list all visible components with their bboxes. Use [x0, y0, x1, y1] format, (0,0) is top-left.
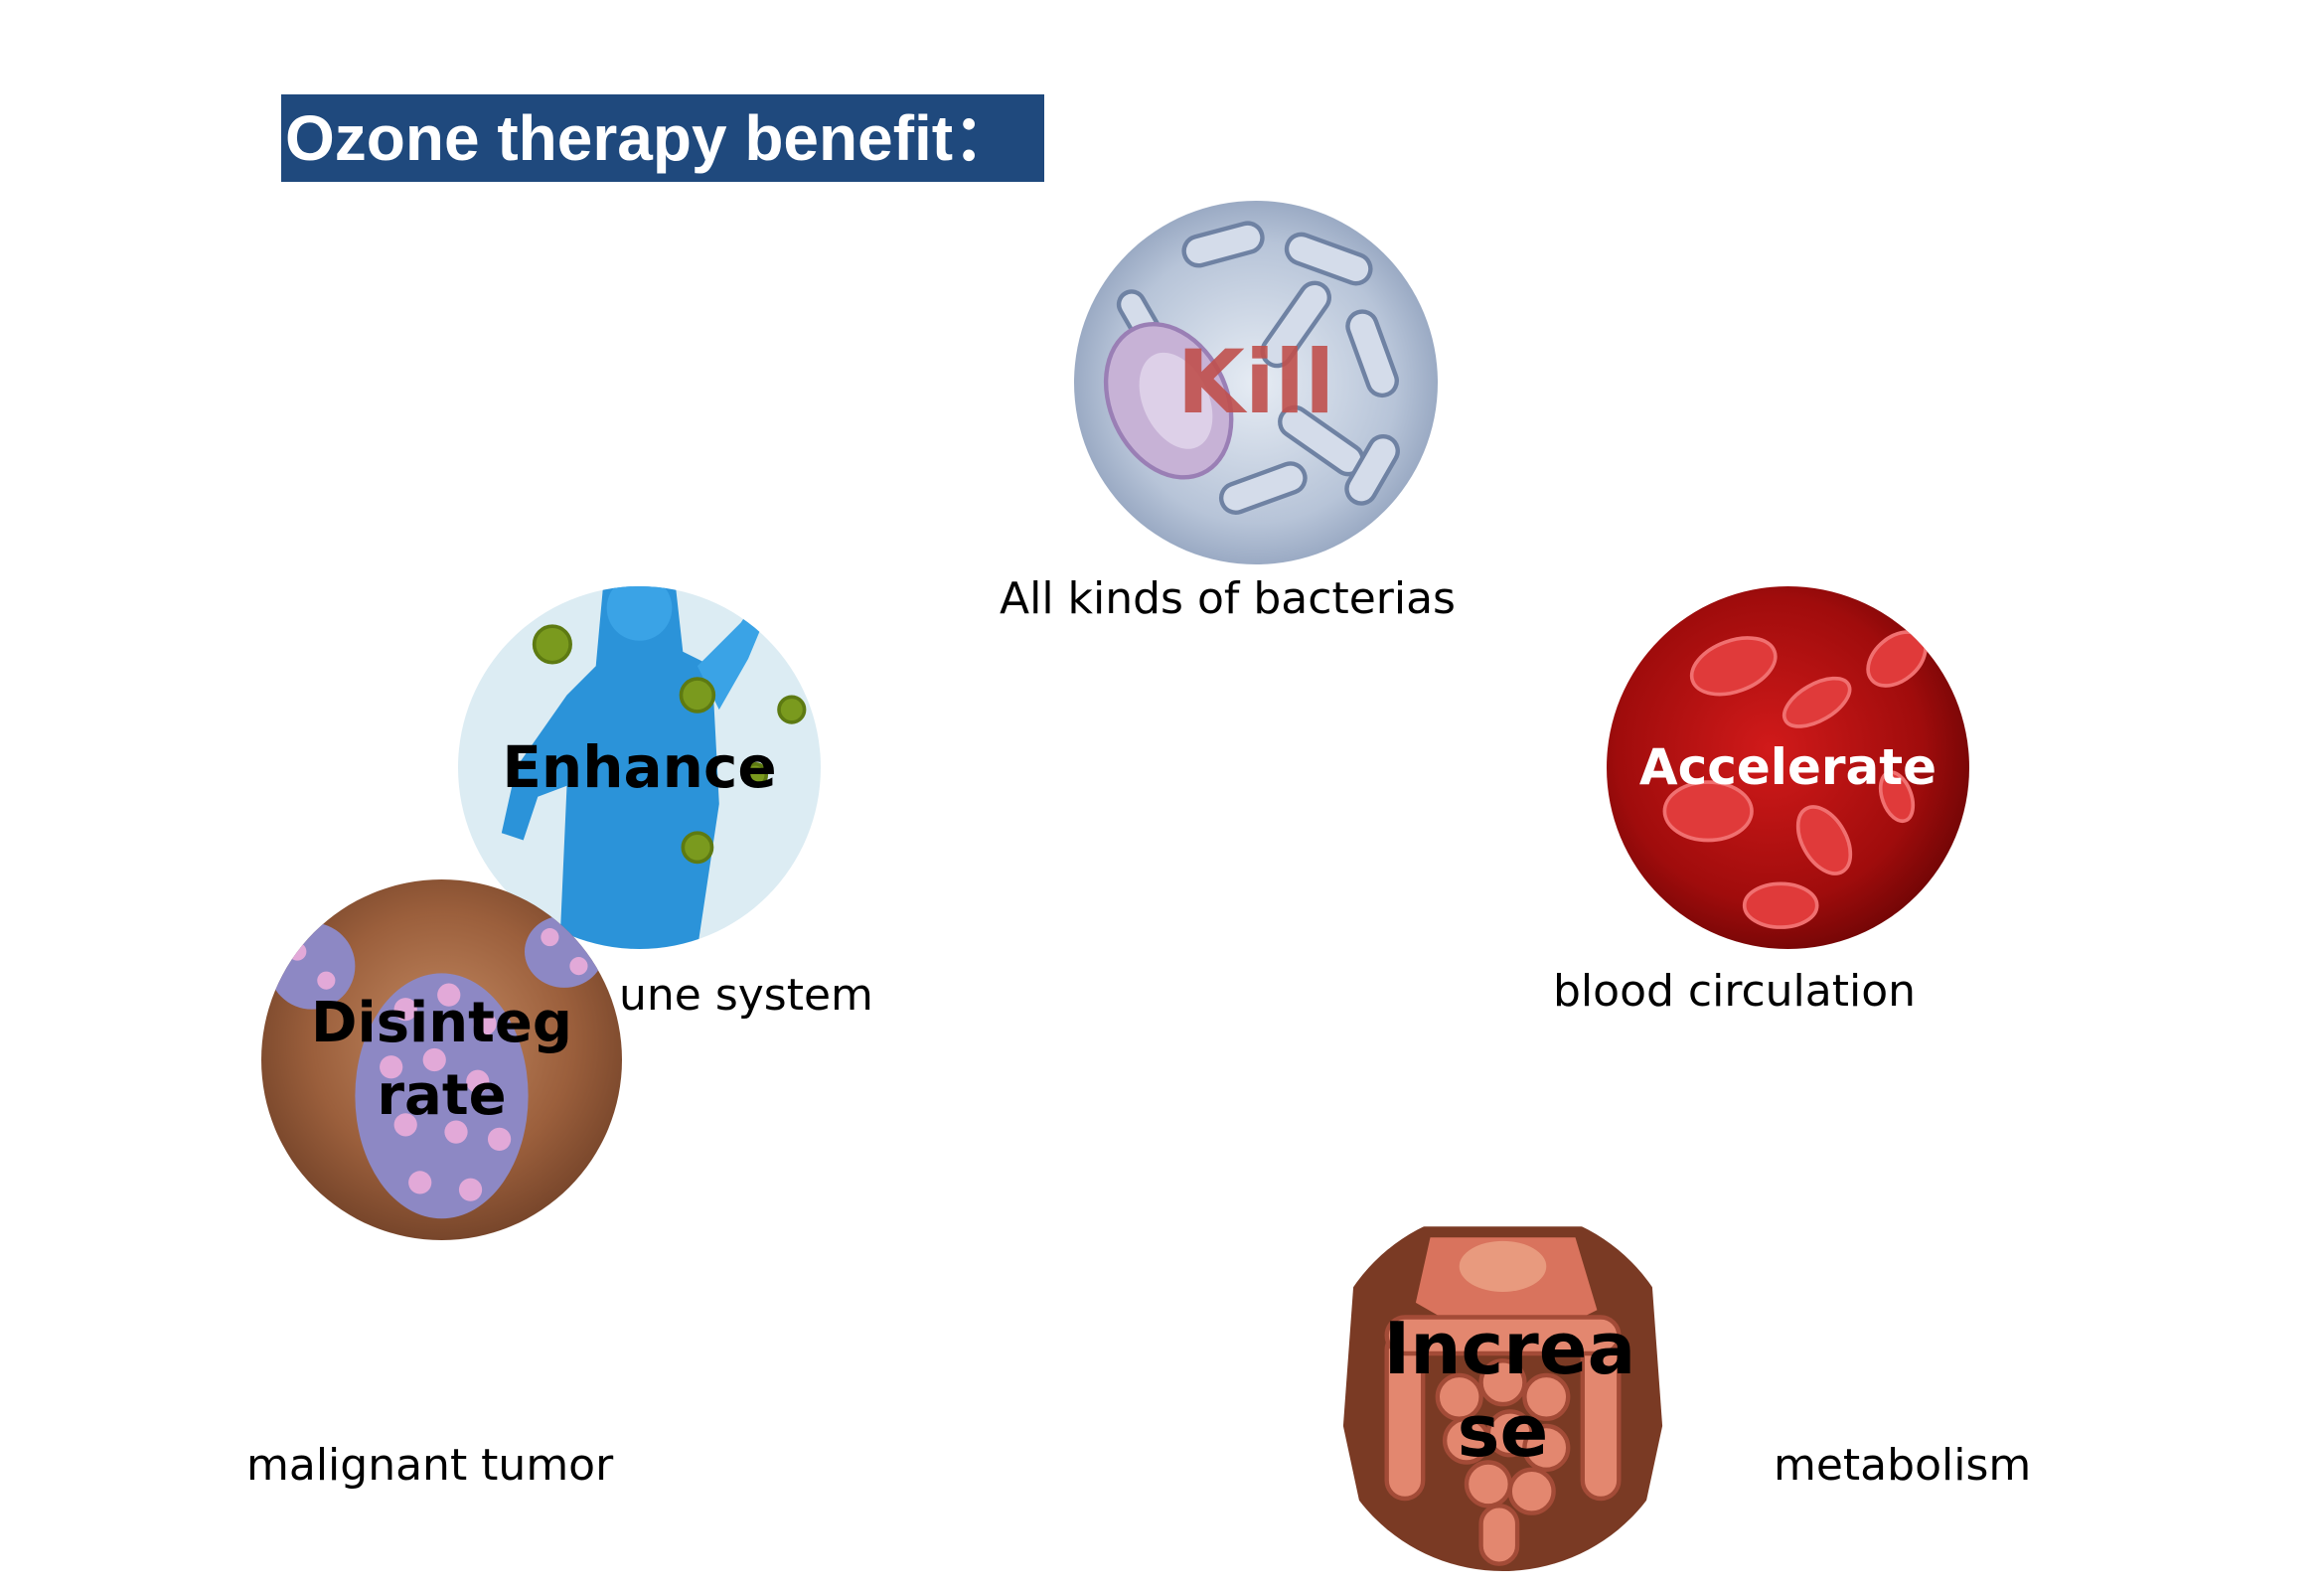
- tumor-circle: Disinteg rate: [261, 879, 622, 1240]
- page-title: Ozone therapy benefit：: [281, 94, 1044, 182]
- enhance-label: Enhance: [502, 732, 777, 801]
- metabolism-caption: metabolism: [1774, 1440, 2032, 1491]
- kill-label: Kill: [1176, 330, 1335, 433]
- immune-caption: une system: [619, 970, 873, 1021]
- blood-circle: Accelerate: [1607, 586, 1969, 949]
- blood-cells-illustration: [1607, 586, 1969, 949]
- intestines-illustration: [1321, 1208, 1684, 1571]
- blood-caption: blood circulation: [1553, 966, 1916, 1017]
- tumor-illustration: [261, 879, 622, 1240]
- accelerate-label: Accelerate: [1638, 738, 1937, 796]
- increase-label: Increa se: [1383, 1306, 1636, 1473]
- bacteria-circle: Kill: [1074, 201, 1438, 564]
- bacteria-illustration: [1074, 201, 1438, 564]
- disintegrate-label: Disinteg rate: [311, 990, 572, 1128]
- bacteria-caption: All kinds of bacterias: [1000, 573, 1456, 624]
- digestive-circle: Increa se: [1321, 1208, 1684, 1571]
- tumor-caption: malignant tumor: [246, 1440, 614, 1491]
